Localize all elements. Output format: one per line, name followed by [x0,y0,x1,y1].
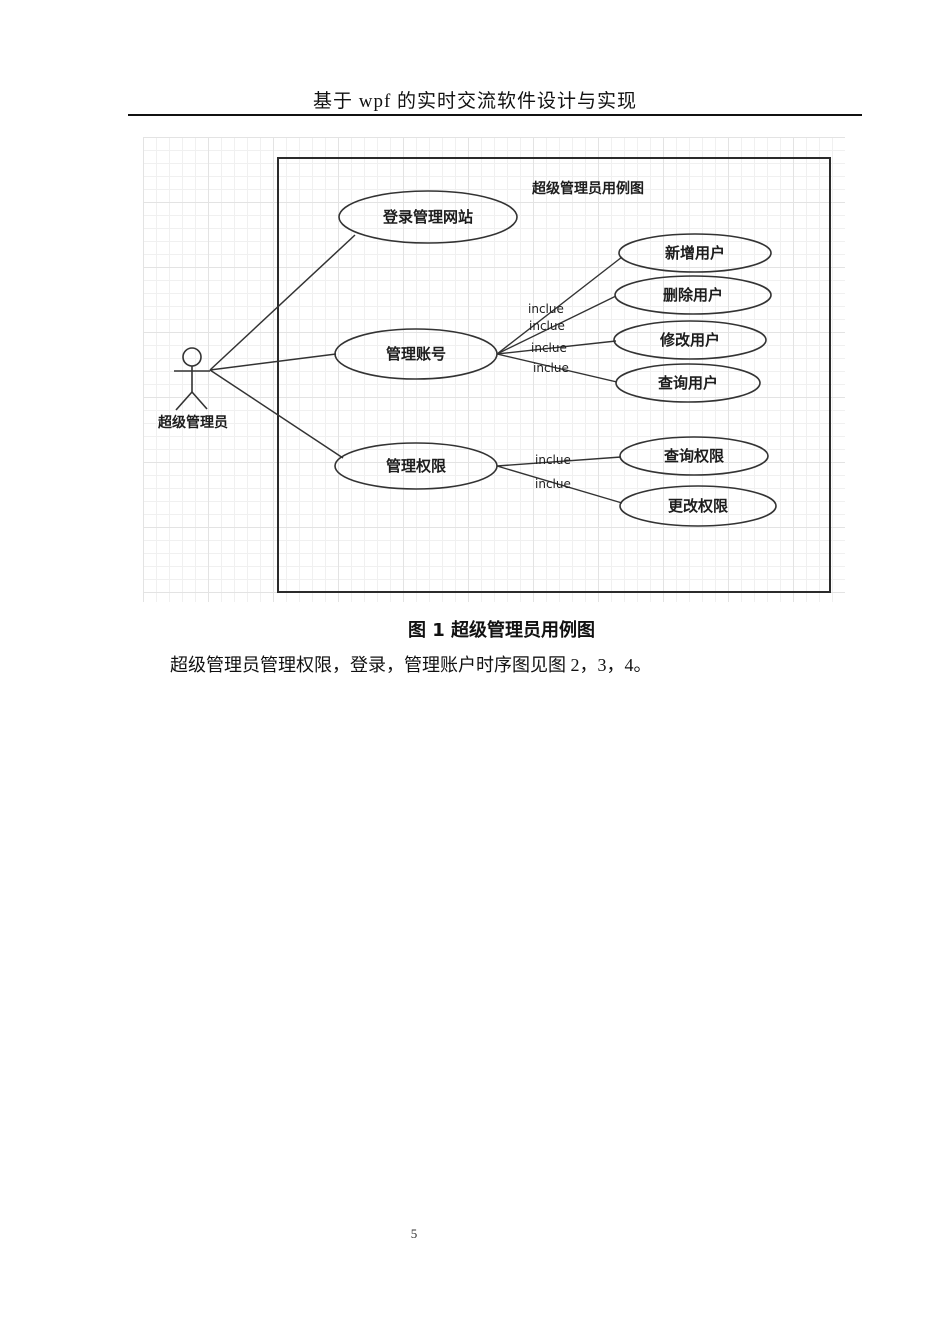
usecase-ellipse-query-permission [619,436,769,476]
diagram-title: 超级管理员用例图 [531,180,644,197]
usecase-ellipse-query-user [615,363,761,403]
usecase-label-manage-permission: 管理权限 [386,457,446,475]
usecase-ellipse-manage-permission [334,442,498,490]
header-rule [128,114,862,116]
association-line-manage-account [209,353,337,371]
include-line-query-permission [496,456,622,467]
usecase-ellipse-delete-user [614,275,772,315]
usecase-label-delete-user: 删除用户 [663,286,723,304]
usecase-label-modify-user: 修改用户 [659,331,720,349]
usecase-label-manage-account: 管理账号 [386,345,446,363]
usecase-label-add-user: 新增用户 [665,244,725,262]
include-label-change-permission: inclue [535,477,571,491]
actor-association-lines [209,234,356,459]
usecase-label-login-site: 登录管理网站 [382,208,473,226]
usecase-label-query-permission: 查询权限 [664,447,724,465]
actor-icon [174,347,210,411]
diagram-grid-background [143,137,845,602]
running-header-title: 基于 wpf 的实时交流软件设计与实现 [312,91,638,112]
body-paragraph: 超级管理员管理权限，登录，管理账户时序图见图 2，3，4。 [170,655,652,675]
page-number: 5 [410,1226,418,1241]
include-line-query-user [496,353,618,383]
include-label-modify-user: inclue [531,341,567,355]
include-line-delete-user [496,295,617,355]
usecase-ellipses [334,190,777,527]
usecase-ellipse-change-permission [619,485,777,527]
include-label-query-permission: inclue [535,453,571,467]
include-relation-lines [496,256,623,504]
include-line-change-permission [496,465,623,504]
usecase-ellipse-add-user [618,233,772,273]
include-line-add-user [496,256,623,355]
association-line-login [209,234,356,371]
actor-label: 超级管理员 [157,414,228,431]
usecase-ellipse-login-site [338,190,518,244]
usecase-label-query-user: 查询用户 [658,374,718,392]
figure-caption: 图 1 超级管理员用例图 [408,620,596,641]
include-label-query-user: inclue [533,361,569,375]
include-line-modify-user [496,340,617,355]
usecase-label-change-permission: 更改权限 [668,497,728,515]
usecase-ellipse-manage-account [334,328,498,380]
system-boundary-box [277,157,831,593]
association-line-manage-permission [209,369,344,459]
include-label-delete-user: inclue [529,319,565,333]
include-label-add-user: inclue [528,302,564,316]
usecase-ellipse-modify-user [613,320,767,360]
